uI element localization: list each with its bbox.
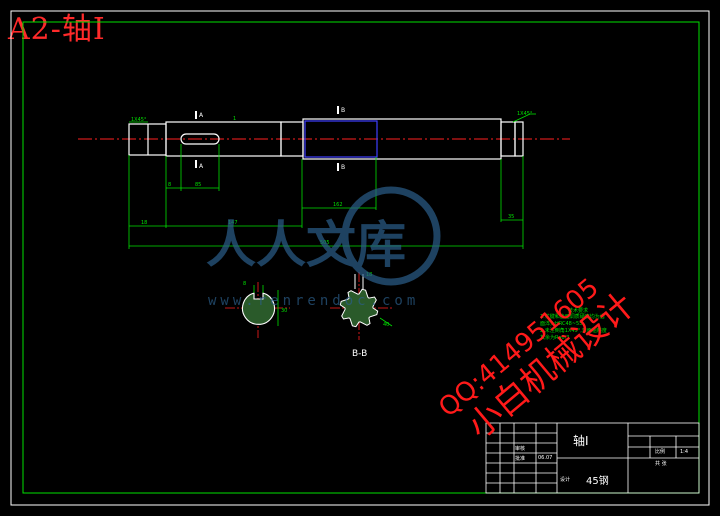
tech-notes-line-4: 其余为Ra6.3	[540, 334, 569, 341]
spline-hidden-region	[304, 120, 378, 158]
dim-left-segment: 18	[141, 220, 147, 226]
drawing-date: 06.07	[538, 455, 552, 461]
dim-keyway-length: 85	[195, 182, 201, 188]
dim-section-a-depth: 30	[281, 308, 287, 314]
watermark-logo: 人人文库 www.renrendoc.com	[206, 186, 441, 309]
dim-total-length: 505	[320, 240, 330, 246]
dim-section-b-depth: 40	[383, 322, 389, 328]
inner-border	[22, 21, 700, 494]
dim-section-a-width: 8	[243, 281, 246, 287]
section-a-bottom-label: A	[199, 163, 204, 170]
watermark-logo-text: 人人文库	[206, 216, 406, 274]
dim-keyway-offset: 8	[168, 182, 171, 188]
section-a-view: 8 30	[225, 281, 290, 338]
sheet-title: A2-轴I	[8, 12, 106, 47]
section-b-title: B-B	[352, 349, 367, 359]
shaft-outline	[128, 118, 524, 160]
tech-notes-heading: 技术要求	[568, 307, 588, 314]
sheet-label: 共 张	[655, 460, 667, 467]
scale-label: 比例	[655, 448, 665, 455]
section-b-view: 18 40 B-B	[330, 272, 393, 359]
drawing-ratio: 1:4	[680, 449, 688, 455]
design-label: 设计	[560, 476, 570, 483]
dim-right-chamfer: 1	[233, 116, 236, 122]
dim-segment-a: 147	[228, 220, 238, 226]
dim-spline-length: 162	[333, 202, 343, 208]
part-name: 轴I	[573, 433, 589, 448]
dimension-lines	[128, 113, 536, 249]
dim-chamfer-right: 1X45°	[517, 111, 533, 117]
section-a-top-label: A	[199, 112, 204, 119]
dim-right-segment: 35	[508, 214, 514, 220]
tech-notes-line-1: 1.花键和齿面调质硬度均为齿	[540, 313, 605, 320]
dim-chamfer-left: 1X45°	[131, 117, 147, 123]
check-label: 审核	[515, 445, 525, 452]
technical-notes: 技术要求 1.花键和齿面调质硬度均为齿 面淬火HRC48~55 2.未注倒角1X…	[540, 307, 607, 341]
tech-notes-line-3: 2.未注倒角1X45°,表面粗糙度	[540, 327, 607, 334]
title-block	[485, 422, 700, 494]
section-markers	[195, 106, 339, 171]
section-b-bottom-label: B	[341, 164, 345, 171]
outer-border	[10, 10, 710, 506]
approve-label: 批准	[515, 455, 525, 462]
part-material: 45钢	[586, 474, 609, 487]
tech-notes-line-2: 面淬火HRC48~55	[540, 320, 582, 327]
section-b-top-label: B	[341, 107, 345, 114]
watermark-url: www.renrendoc.com	[208, 293, 419, 309]
